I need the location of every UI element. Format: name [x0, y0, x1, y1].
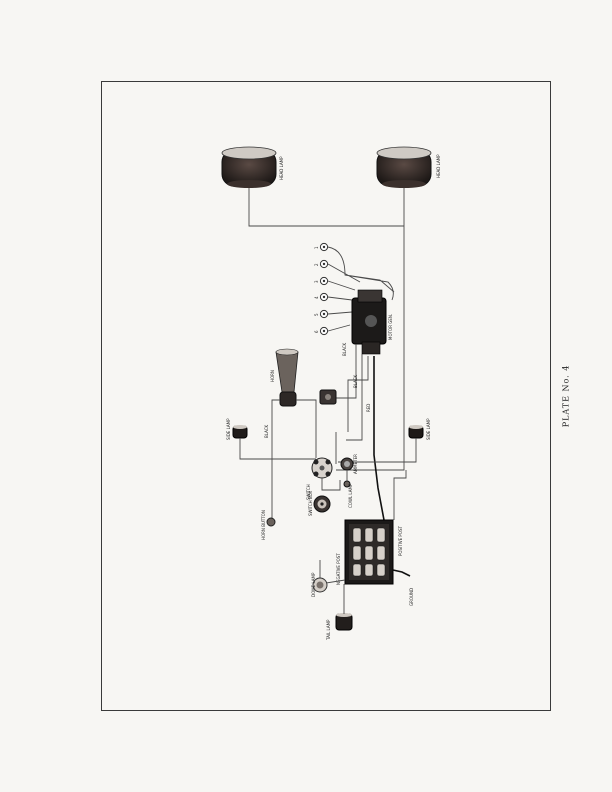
switch-box: SWITCH BOX: [308, 490, 331, 516]
red-wire: [373, 356, 385, 521]
motor-generator-label: MOTOR GEN.: [388, 314, 393, 340]
switch-wires: [315, 432, 348, 491]
head-lamp-right-label: HEAD LAMP: [436, 154, 441, 178]
negative-post-label: NEGATIVE POST: [336, 553, 341, 585]
terminal-6: 6: [314, 326, 329, 336]
terminal-3: 3: [314, 276, 329, 286]
red-label: RED: [366, 404, 371, 412]
ground-wire: [392, 569, 411, 577]
ammeter-label: AMMETER: [353, 454, 358, 474]
head-lamp-left-label: HEAD LAMP: [279, 156, 284, 180]
black-label-1: BLACK: [342, 342, 347, 356]
horn-button-label: HORN BUTTON: [261, 510, 266, 540]
terminal-6-label: 6: [314, 330, 319, 333]
terminal-4-label: 4: [314, 296, 319, 299]
side-lamp-right-label: SIDE LAMP: [426, 418, 431, 440]
dome-lamp: DOME LAMP: [311, 572, 328, 597]
generator-to-switch: [347, 356, 369, 432]
horn-button: HORN BUTTON: [261, 510, 276, 540]
side-lamp-wire: [239, 438, 417, 463]
black-label-2: BLACK: [353, 374, 358, 388]
plate-label: PLATE No. 4: [561, 364, 571, 428]
black-wire-1: [332, 344, 357, 399]
black-label-3: BLACK: [264, 424, 269, 438]
terminal-5: 5: [314, 309, 329, 319]
cutout-relay: [319, 389, 337, 405]
terminal-1-label: 1: [314, 246, 319, 249]
ground-label: GROUND: [409, 588, 414, 606]
head-lamp-right: HEAD LAMP: [376, 146, 441, 188]
cowl-lamp-label: COWL LAMP: [348, 483, 353, 508]
plate-border: [101, 81, 551, 711]
head-lamp-left: HEAD LAMP: [221, 146, 284, 188]
tail-lamp: TAIL LAMP: [326, 613, 353, 641]
positive-post-label: POSITIVE POST: [398, 525, 403, 556]
dome-lamp-label: DOME LAMP: [311, 572, 316, 597]
terminal-2: 2: [314, 259, 329, 269]
motor-generator: MOTOR GEN.: [351, 289, 393, 355]
head-lamp-wire: [248, 188, 405, 471]
tail-lamp-label: TAIL LAMP: [326, 619, 331, 641]
battery: NEGATIVE POST POSITIVE POST: [336, 519, 403, 585]
terminal-block: 1 2 3 4 5 6: [314, 242, 329, 336]
ammeter: AMMETER: [340, 454, 358, 474]
cowl-lamp: COWL LAMP: [343, 480, 353, 508]
side-lamp-left-label: SIDE LAMP: [226, 418, 231, 440]
terminal-harness: [327, 246, 395, 332]
horn-wire: [271, 399, 317, 520]
side-lamp-right: SIDE LAMP: [408, 418, 431, 440]
side-lamp-left: SIDE LAMP: [226, 418, 248, 440]
terminal-2-label: 2: [314, 263, 319, 266]
terminal-3-label: 3: [314, 280, 319, 283]
terminal-4: 4: [314, 292, 329, 302]
switch-label: SWITCH: [306, 484, 311, 500]
horn: HORN: [270, 348, 299, 407]
terminal-1: 1: [314, 242, 329, 252]
terminal-5-label: 5: [314, 313, 319, 316]
horn-label: HORN: [270, 370, 275, 382]
switch-box-label: SWITCH BOX: [308, 490, 313, 516]
switch-assembly: SWITCH: [306, 457, 333, 500]
black-wire-2: [346, 354, 363, 441]
